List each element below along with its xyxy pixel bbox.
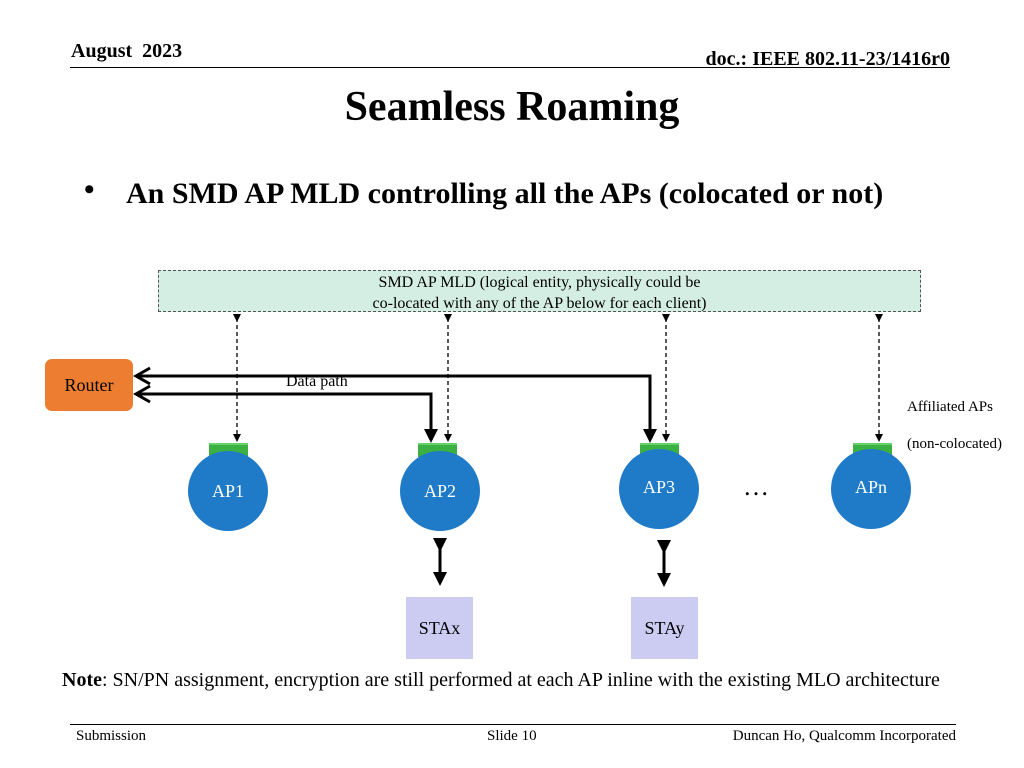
header-divider [70, 67, 950, 68]
router-chevron-bottom [132, 384, 151, 404]
slide-title: Seamless Roaming [344, 84, 680, 130]
ap2-node: AP2 [400, 451, 480, 531]
apn-label: APn [854, 477, 887, 497]
stax-node: STAx [406, 597, 473, 659]
ap1-label: AP1 [211, 480, 244, 501]
data-paths [132, 366, 657, 443]
mld-label-line2: co-located with any of the AP below for … [372, 295, 707, 312]
header-doc-id: doc.: IEEE 802.11-23/1416r0 [705, 48, 950, 70]
ap3-node: AP3 [619, 449, 699, 529]
stay-node: STAy [631, 597, 698, 659]
data-path-ap3 [138, 374, 657, 443]
note-text: Note: SN/PN assignment, encryption are s… [62, 667, 962, 694]
ellipsis: … [743, 472, 770, 501]
affiliated-aps-label: Affiliated APs [907, 399, 993, 415]
footer-submission: Submission [76, 728, 147, 744]
ap-sta-links [433, 538, 671, 587]
stax-label: STAx [418, 617, 461, 638]
data-path-label: Data path [286, 373, 348, 390]
ap2-label: AP2 [423, 480, 456, 501]
note-body: : SN/PN assignment, encryption are still… [101, 669, 940, 691]
footer-slide-number: Slide 10 [487, 728, 537, 744]
ap3-label: AP3 [642, 477, 675, 497]
ap1-node: AP1 [188, 451, 268, 531]
stay-label: STAy [644, 617, 685, 638]
header-date: August 2023 [71, 40, 183, 62]
footer-divider [70, 724, 956, 725]
router-node: Router [45, 359, 133, 411]
apn-node: APn [831, 449, 911, 529]
mld-label-line1: SMD AP MLD (logical entity, physically c… [378, 274, 701, 291]
router-label: Router [64, 374, 114, 395]
bullet-text: An SMD AP MLD controlling all the APs (c… [126, 177, 884, 210]
footer-author: Duncan Ho, Qualcomm Incorporated [732, 728, 956, 744]
note-label: Note [62, 669, 102, 691]
bullet-icon: • [84, 173, 95, 206]
data-path-ap2 [138, 392, 438, 443]
router-chevron-top [132, 366, 151, 386]
non-colocated-label: (non-colocated) [907, 436, 1002, 452]
smd-ap-mld-box: SMD AP MLD (logical entity, physically c… [158, 270, 921, 312]
